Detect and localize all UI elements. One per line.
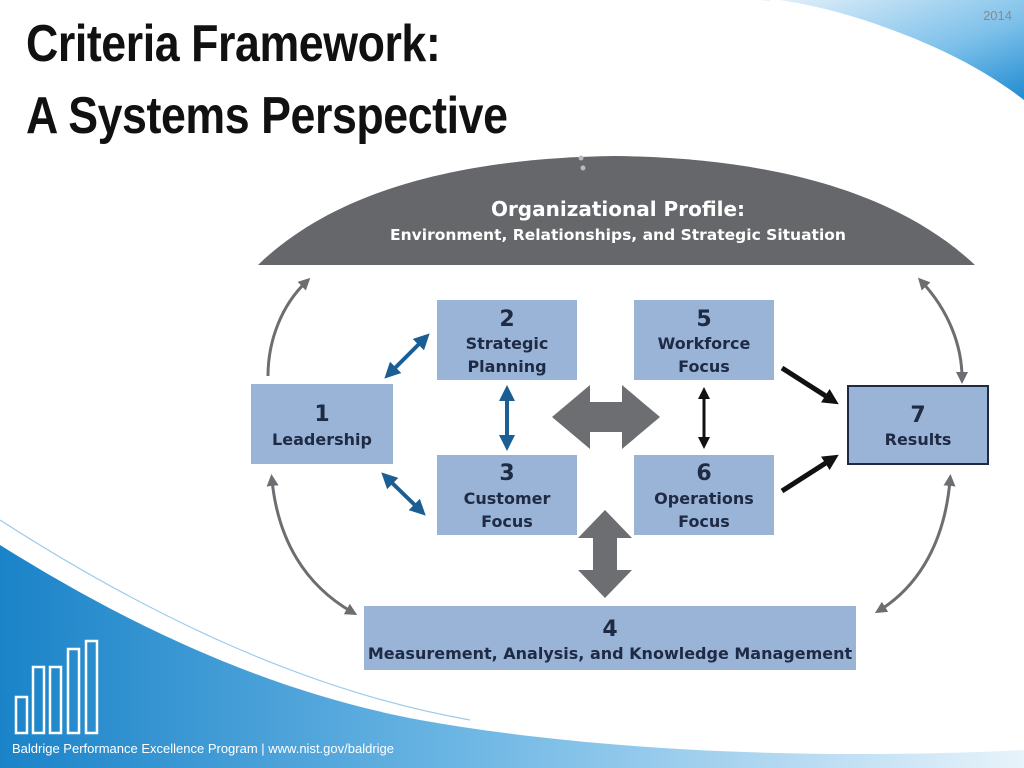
operations-focus-label-line2: Focus <box>678 512 730 531</box>
organizational-profile-title: Organizational Profile: <box>491 197 745 221</box>
results-number: 7 <box>910 403 925 428</box>
measurement-vertical-double-arrow <box>578 510 632 598</box>
results-box: 7 Results <box>847 385 989 465</box>
results-label: Results <box>885 430 952 449</box>
footer-text: Baldrige Performance Excellence Program … <box>12 741 394 756</box>
strategic-planning-number: 2 <box>499 307 514 332</box>
workforce-focus-box: 5 Workforce Focus <box>634 300 774 380</box>
slide-title-line-1: Criteria Framework: <box>26 15 441 73</box>
bar-logo-icon <box>14 639 99 735</box>
operations-focus-label-line1: Operations <box>654 489 754 508</box>
center-horizontal-double-arrow <box>552 385 660 449</box>
strategic-planning-box: 2 Strategic Planning <box>437 300 577 380</box>
slide-title-line-2: A Systems Perspective <box>26 87 508 145</box>
customer-focus-label-line2: Focus <box>481 512 533 531</box>
leadership-customer-arrow <box>381 472 426 516</box>
leadership-measurement-arrow <box>266 474 358 615</box>
strategic-planning-label-line2: Planning <box>467 357 546 376</box>
customer-focus-number: 3 <box>499 461 514 486</box>
organizational-profile-subtitle: Environment, Relationships, and Strategi… <box>390 226 846 244</box>
measurement-number: 4 <box>602 617 617 642</box>
leadership-number: 1 <box>314 402 329 427</box>
organizational-profile-banner: Organizational Profile: Environment, Rel… <box>258 155 975 265</box>
operations-results-arrow <box>780 454 839 494</box>
customer-focus-label-line1: Customer <box>464 489 551 508</box>
workforce-focus-label-line1: Workforce <box>658 334 751 353</box>
measurement-label: Measurement, Analysis, and Knowledge Man… <box>368 644 853 663</box>
profile-results-arrow <box>917 277 968 384</box>
year-label: 2014 <box>983 8 1012 23</box>
results-measurement-arrow <box>874 474 956 614</box>
leadership-box: 1 Leadership <box>251 384 393 464</box>
operations-focus-number: 6 <box>696 461 711 486</box>
workforce-focus-number: 5 <box>696 307 711 332</box>
bottom-wave-thin-line <box>0 519 471 721</box>
strategic-planning-label-line1: Strategic <box>466 334 549 353</box>
top-right-wave-line <box>769 0 1024 106</box>
bottom-wave-highlight <box>0 538 1024 754</box>
leadership-strategy-arrow <box>384 333 430 379</box>
operations-focus-box: 6 Operations Focus <box>634 455 774 535</box>
measurement-box: 4 Measurement, Analysis, and Knowledge M… <box>364 606 856 670</box>
leadership-label: Leadership <box>272 430 372 449</box>
leadership-profile-arrow <box>266 277 311 377</box>
top-right-wave <box>760 0 1024 100</box>
bottom-wave <box>0 545 1024 768</box>
customer-focus-box: 3 Customer Focus <box>437 455 577 535</box>
workforce-focus-label-line2: Focus <box>678 357 730 376</box>
workforce-results-arrow <box>780 365 839 405</box>
